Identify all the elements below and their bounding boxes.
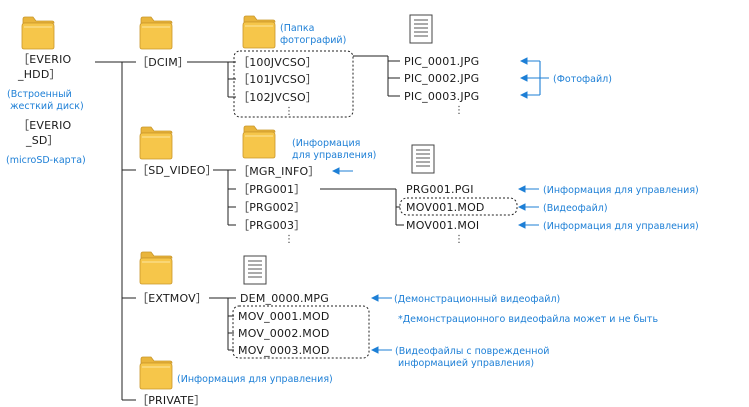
dcim-file-2: PIC_0002.JPG (404, 72, 479, 85)
private-folder-icon (139, 356, 173, 390)
root-note-hdd-1: (Встроенный (7, 89, 72, 100)
dcim-folder-note-1: (Папка (280, 23, 314, 34)
root-note-hdd-2: жесткий диск) (10, 101, 84, 112)
extmov-document-icon (243, 255, 267, 285)
private-folder-note: (Информация для управления) (177, 374, 333, 385)
root-folder-icon (21, 16, 55, 50)
root-label-hdd-2: _HDD］ (17, 68, 61, 81)
demo-file-footnote: *Демонстрационного видеофайла может и не… (398, 314, 658, 325)
dcim-subfolder-2: ［101JVCSO］ (238, 73, 317, 86)
mgr-info-note-2: для управления) (292, 150, 376, 161)
damaged-files-group (232, 305, 370, 359)
extmov-mov-1: MOV_0001.MOD (238, 310, 330, 323)
mgr-info-note-1: (Информация (292, 138, 360, 149)
root-label-sd-1: ［EVERIO (18, 119, 72, 132)
extmov-mov-3: MOV_0003.MOD (238, 344, 330, 357)
prg-folder-3: ［PRG003］ (238, 219, 305, 232)
extmov-folder-icon (139, 251, 173, 285)
dcim-folder-icon (139, 16, 173, 50)
dcim-subfolder-3: ［102JVCSO］ (238, 91, 317, 104)
prg-folder-2: ［PRG002］ (238, 201, 305, 214)
dcim-folder-note-2: фотографий) (280, 35, 346, 46)
damaged-note-1: (Видеофайлы с поврежденной (395, 346, 549, 357)
mgr-info-label: ［MGR_INFO］ (238, 165, 320, 178)
extmov-label: ［EXTMOV］ (137, 292, 207, 305)
sd-video-file-1: PRG001.PGI (406, 183, 474, 196)
sd-video-file-2: MOV001.MOD (406, 201, 485, 214)
dcim-subfolder-icon (242, 15, 276, 49)
dcim-file-3: PIC_0003.JPG (404, 90, 479, 103)
root-label-sd-2: _SD］ (25, 134, 59, 147)
prg-folder-ellipsis: ⋮ (284, 234, 294, 245)
dcim-subfolder-1: ［100JVCSO］ (238, 56, 317, 69)
sd-video-folder-icon (139, 126, 173, 160)
sd-video-file-ellipsis: ⋮ (454, 234, 464, 245)
root-label-hdd-1: ［EVERIO (18, 53, 72, 66)
dcim-subfolder-ellipsis: ⋮ (284, 106, 294, 117)
private-label: ［PRIVATE］ (137, 394, 205, 407)
sd-video-note-1: (Информация для управления) (543, 185, 699, 196)
dcim-document-icon (409, 14, 433, 44)
dcim-label: ［DCIM］ (137, 56, 189, 69)
sd-video-document-icon (411, 144, 435, 174)
root-note-sd: (microSD-карта) (6, 155, 86, 166)
dcim-file-ellipsis: ⋮ (454, 105, 464, 116)
dcim-subfolders-group (233, 50, 354, 118)
sd-video-note-3: (Информация для управления) (543, 221, 699, 232)
sd-video-subfolder-icon (242, 125, 276, 159)
prg-folder-1: ［PRG001］ (238, 183, 305, 196)
demo-file: DEM_0000.MPG (240, 292, 329, 305)
dcim-files-note: (Фотофайл) (553, 74, 612, 85)
sd-video-label: ［SD_VIDEO］ (137, 164, 217, 177)
dcim-file-1: PIC_0001.JPG (404, 55, 479, 68)
damaged-note-2: информацией управления) (398, 358, 534, 369)
sd-video-note-2: (Видеофайл) (543, 203, 608, 214)
extmov-mov-2: MOV_0002.MOD (238, 327, 330, 340)
demo-file-note: (Демонстрационный видеофайл) (394, 294, 560, 305)
sd-video-file-3: MOV001.MOI (406, 219, 479, 232)
